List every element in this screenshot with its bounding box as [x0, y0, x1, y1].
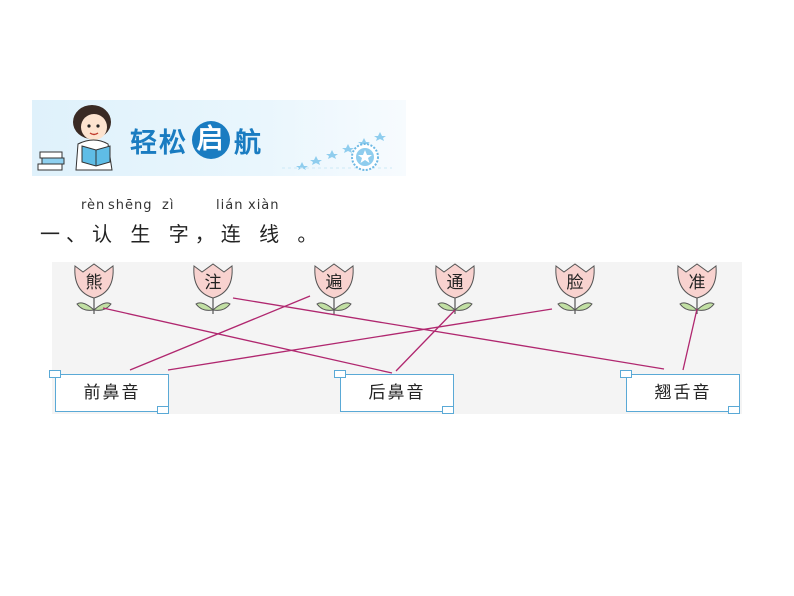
connection-line: [682, 308, 698, 371]
box-corner-decoration: [620, 370, 632, 378]
reading-girl-icon: [37, 105, 113, 171]
tulip-icon: [193, 263, 233, 314]
character-label: 遍: [325, 273, 343, 293]
flower-card[interactable]: 准: [672, 262, 722, 318]
connection-line: [167, 308, 553, 371]
flower-card[interactable]: 熊: [69, 262, 119, 318]
character-label: 熊: [85, 273, 103, 293]
pinyin-xian: xiàn: [248, 198, 280, 213]
category-box-back-nasal[interactable]: 后鼻音: [340, 374, 454, 412]
pinyin-lian: lián: [216, 198, 244, 213]
box-corner-decoration: [442, 406, 454, 414]
box-corner-decoration: [49, 370, 61, 378]
character-label: 注: [204, 273, 222, 293]
tulip-icon: [314, 263, 354, 314]
character-label: 通: [446, 273, 464, 293]
question-text: 一、认 生 字，连 线 。: [40, 222, 324, 246]
category-box-retroflex[interactable]: 翘舌音: [626, 374, 740, 412]
banner-title-left: 轻松: [130, 127, 188, 159]
box-corner-decoration: [728, 406, 740, 414]
tulip-icon: [555, 263, 595, 314]
connection-line: [395, 309, 456, 372]
flower-card[interactable]: 注: [188, 262, 238, 318]
connection-line: [232, 297, 665, 370]
banner-title-right: 航: [234, 127, 263, 159]
category-box-front-nasal[interactable]: 前鼻音: [55, 374, 169, 412]
banner-title: 轻松 启 航: [130, 120, 263, 160]
box-corner-decoration: [157, 406, 169, 414]
flower-card[interactable]: 脸: [550, 262, 600, 318]
character-label: 脸: [566, 273, 584, 293]
tulip-icon: [74, 263, 114, 314]
pinyin-ren: rèn: [81, 198, 106, 213]
section-banner: 轻松 启 航: [32, 100, 406, 176]
banner-title-mid: 启: [192, 121, 230, 159]
tulip-icon: [677, 263, 717, 314]
character-label: 准: [688, 273, 706, 293]
pinyin-sheng: shēng: [108, 198, 153, 213]
star-badge-icon: [351, 143, 379, 171]
tulip-icon: [435, 263, 475, 314]
connection-line: [129, 295, 311, 371]
connection-line: [102, 307, 393, 374]
box-corner-decoration: [334, 370, 346, 378]
flower-card[interactable]: 遍: [309, 262, 359, 318]
pinyin-zi: zì: [162, 198, 175, 213]
flower-card[interactable]: 通: [430, 262, 480, 318]
